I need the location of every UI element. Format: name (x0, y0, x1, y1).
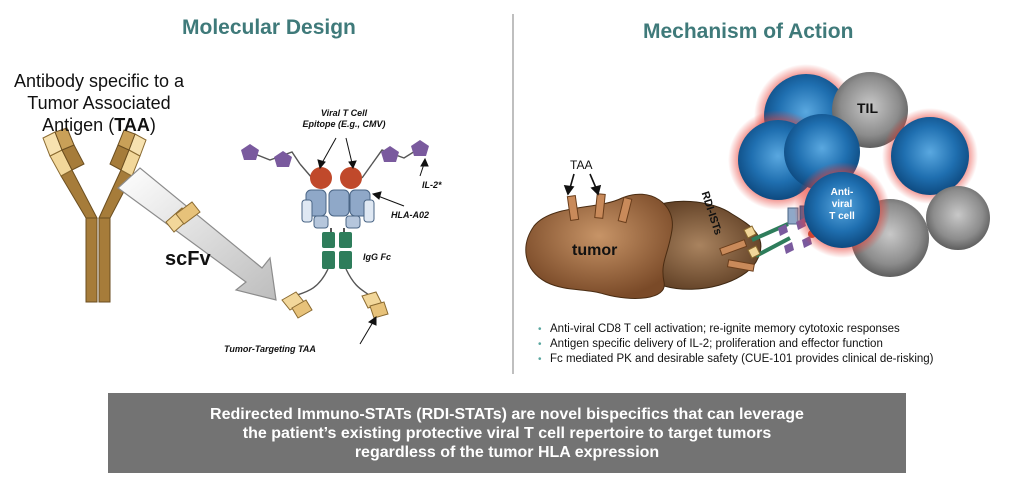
bullet-dot-icon: • (538, 354, 542, 365)
tcell-label-line-3: T cell (829, 211, 855, 222)
bullet-text: Anti-viral CD8 T cell activation; re-ign… (550, 323, 900, 335)
tumor-label: tumor (572, 242, 618, 259)
intro-line-3: Antigen (TAA) (10, 114, 188, 136)
epitope-label-line-2: Epitope (E.g., CMV) (302, 119, 386, 129)
immuno-stat-molecule-icon (241, 140, 429, 319)
intro-line-3-prefix: Antigen ( (42, 115, 115, 135)
bullet-dot-icon: • (538, 339, 542, 350)
mechanism-bullets: • Anti-viral CD8 T cell activation; re-ig… (538, 322, 1018, 367)
til-label: TIL (857, 100, 878, 116)
tcell-label-line-2: viral (831, 199, 853, 210)
antibody-icon (42, 127, 147, 303)
taa-label-left: Tumor-Targeting TAA (224, 344, 316, 354)
banner-line-3: regardless of the tumor HLA expression (354, 443, 660, 461)
panel-divider (512, 14, 514, 374)
scfv-label: scFv (165, 248, 211, 270)
banner-line-1: Redirected Immuno-STATs (RDI-STATs) are … (210, 405, 804, 423)
label-pointer-arrows (317, 137, 429, 345)
scfv-fragment-icon (165, 201, 201, 233)
taa-pointer-arrows (563, 173, 602, 196)
il2-label: IL-2* (422, 180, 442, 190)
intro-line-3-suffix: ) (149, 115, 156, 135)
bullet-item: • Fc mediated PK and desirable safety (CU… (538, 352, 1018, 367)
epitope-label: Viral T Cell Epitope (E.g., CMV) (294, 108, 394, 130)
intro-line-1: Antibody specific to a (13, 71, 185, 91)
antibody-description: Antibody specific to a Tumor Associated … (10, 70, 188, 136)
summary-banner: Redirected Immuno-STATs (RDI-STATs) are … (108, 393, 906, 473)
bullet-text: Fc mediated PK and desirable safety (CUE… (550, 353, 934, 365)
molecular-design-title: Molecular Design (182, 16, 356, 39)
tumor-icon (525, 193, 762, 299)
bullet-dot-icon: • (538, 324, 542, 335)
scfv-arrow-icon (117, 167, 277, 301)
epitope-label-line-1: Viral T Cell (320, 108, 368, 118)
t-cell-cluster-icon (728, 64, 990, 277)
banner-line-2: the patient’s existing protective viral … (242, 424, 772, 442)
bullet-item: • Anti-viral CD8 T cell activation; re-ig… (538, 322, 1018, 337)
intro-taa-bold: TAA (114, 115, 150, 135)
tcell-label-line-1: Anti- (830, 187, 854, 198)
taa-label-right: TAA (570, 158, 593, 172)
fc-label: IgG Fc (363, 252, 392, 262)
mechanism-of-action-title: Mechanism of Action (643, 20, 854, 43)
hla-label: HLA-A02 (391, 210, 430, 220)
bullet-item: • Antigen specific delivery of IL-2; prol… (538, 337, 1018, 352)
bullet-text: Antigen specific delivery of IL-2; proli… (550, 338, 883, 350)
anti-viral-t-cell-label: Anti- viral T cell (818, 187, 866, 223)
intro-line-2: Tumor Associated (27, 93, 171, 113)
